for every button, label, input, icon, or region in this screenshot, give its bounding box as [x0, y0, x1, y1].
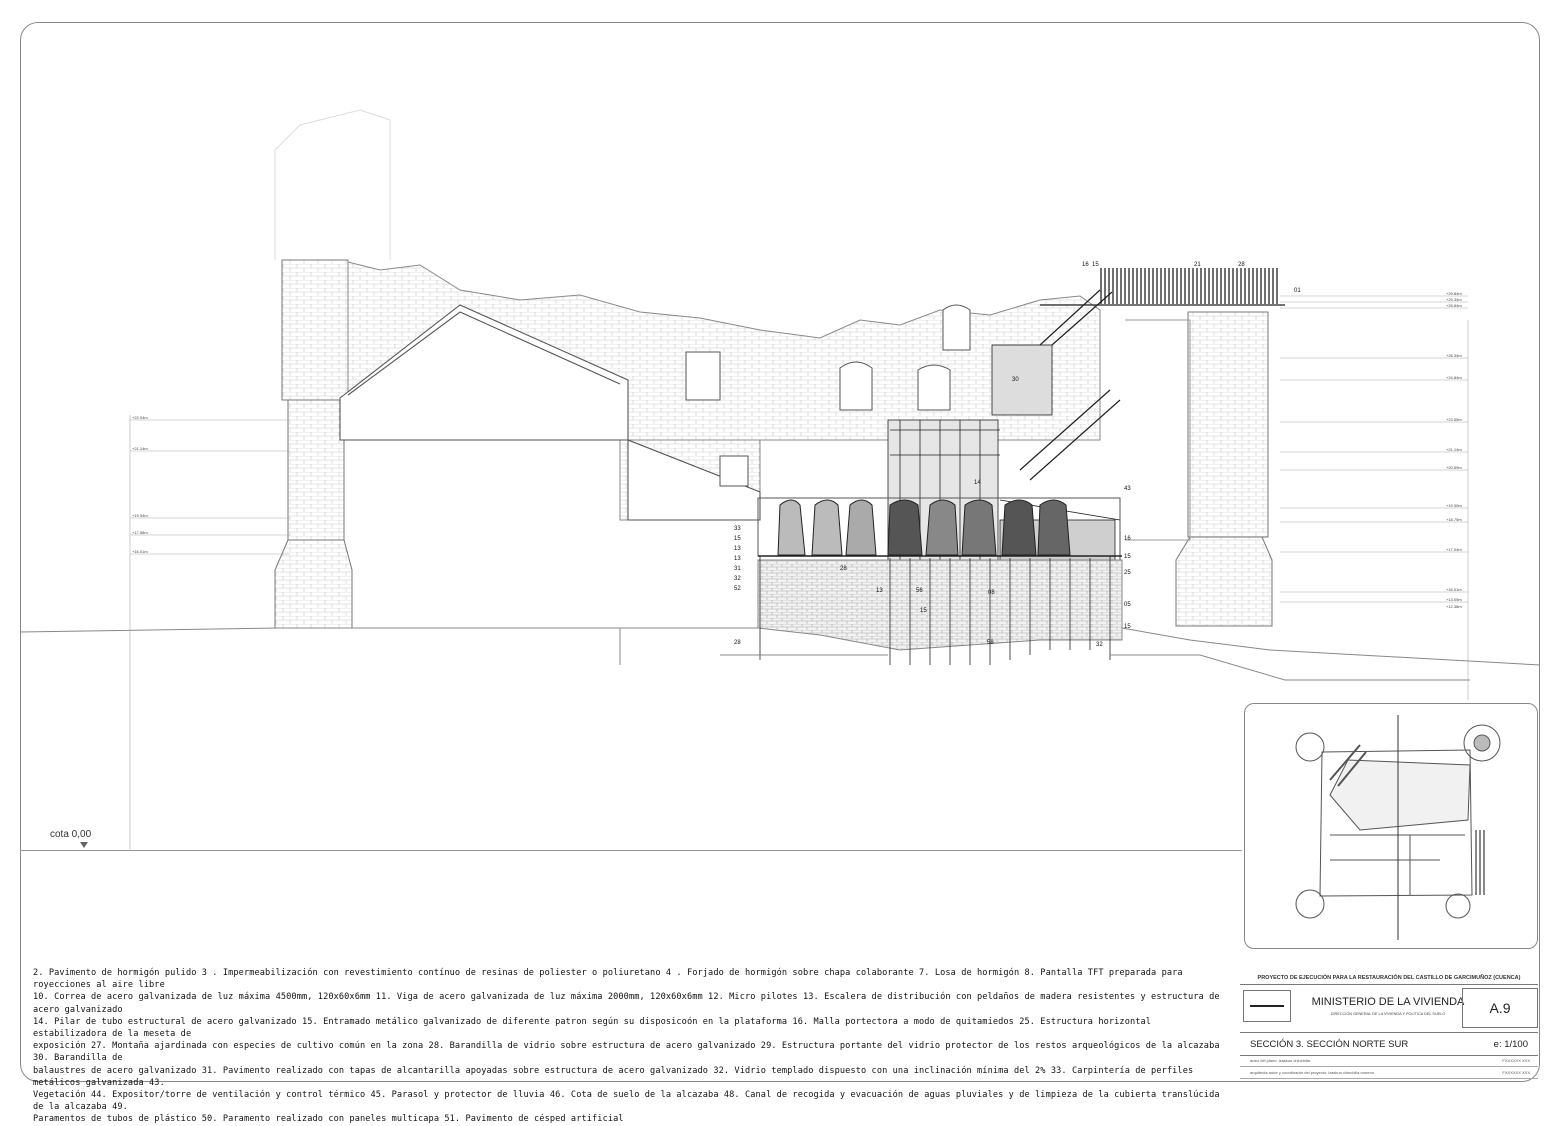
callout-label: 15	[920, 608, 927, 614]
level-mark-left: +19.34m	[132, 513, 148, 518]
callout-label: 32	[734, 576, 741, 582]
callout-label: 43	[1124, 486, 1131, 492]
callout-label: 28	[840, 566, 847, 572]
coordinator-label: arquitecta autor y coordinador del proye…	[1250, 1070, 1375, 1075]
drawing-scale: e: 1/100	[1493, 1039, 1528, 1050]
callout-label: 15	[1124, 554, 1131, 560]
callout-label: 13	[734, 546, 741, 552]
legend-divider	[20, 850, 1242, 851]
sheet-number: A.9	[1462, 988, 1538, 1028]
callout-label: 16	[1124, 536, 1131, 542]
callout-label: 28	[734, 640, 741, 646]
title-block: PROYECTO DE EJECUCIÓN PARA LA RESTAURACI…	[1240, 972, 1538, 1080]
level-mark-right: +28.84m	[1446, 303, 1462, 308]
level-mark-right: +20.59m	[1446, 465, 1462, 470]
legend-line: Paramentos de tubos de plástico 50. Para…	[33, 1114, 624, 1125]
legend-text: 2. Pavimento de hormigón pulido 3 . Impe…	[33, 967, 1228, 1126]
level-mark-right: +29.34m	[1446, 297, 1462, 302]
author-code: FXXXXXX XXX	[1502, 1058, 1530, 1063]
level-mark-left: +22.04m	[132, 415, 148, 420]
callout-label: 56	[916, 588, 923, 594]
platform	[757, 497, 1123, 665]
rooftop-reeds	[1040, 268, 1285, 306]
directorate-name: DIRECCIÓN GENERAL DE LA VIVIENDA Y POLÍT…	[1330, 1012, 1446, 1016]
level-mark-right: +28.34m	[1446, 353, 1462, 358]
callout-label: 13	[876, 588, 883, 594]
callout-label: 15	[734, 536, 741, 542]
keyplan-frame	[1244, 703, 1538, 949]
level-mark-right: +17.04m	[1446, 547, 1462, 552]
coordinator-row: arquitecta autor y coordinador del proye…	[1240, 1068, 1538, 1079]
level-leaders-right	[1280, 295, 1469, 700]
callout-label: 52	[734, 586, 741, 592]
callout-label: 01	[1294, 288, 1301, 294]
callout-label: 28	[1238, 262, 1245, 268]
callout-label: 32	[1096, 642, 1103, 648]
callout-label: 08	[988, 590, 995, 596]
callout-label: 58	[987, 640, 994, 646]
callout-label: 15	[1124, 624, 1131, 630]
legend-line: 10. Correa de acero galvanizada de luz m…	[33, 992, 1220, 1015]
drawing-title-row: SECCIÓN 3. SECCIÓN NORTE SUR e: 1/100	[1240, 1032, 1538, 1056]
legend-line: exposición 27. Montaña ajardinada con es…	[33, 1041, 1220, 1064]
level-leaders-left	[129, 415, 290, 850]
author-row: autor del plano: izaskun chinchilla FXXX…	[1240, 1056, 1538, 1067]
callout-label: 33	[734, 526, 741, 532]
legend-line: Vegetación 44. Expositor/torre de ventil…	[33, 1090, 1220, 1113]
level-mark-right: +19.30m	[1446, 503, 1462, 508]
level-mark-right: +21.14m	[1446, 447, 1462, 452]
ground-line	[19, 627, 1541, 681]
legend-line: 2. Pavimento de hormigón pulido 3 . Impe…	[33, 968, 1183, 991]
ministry-logo-icon	[1243, 990, 1291, 1022]
callout-label: 13	[734, 556, 741, 562]
callout-label: 21	[1194, 262, 1201, 268]
left-tower	[274, 259, 353, 629]
legend-line: balaustres de acero galvanizado 31. Pavi…	[33, 1065, 1194, 1088]
level-mark-right: +18.75m	[1446, 517, 1462, 522]
level-mark-left: +16.01m	[132, 549, 148, 554]
callout-label: 31	[734, 566, 741, 572]
gable-roof	[339, 304, 761, 521]
callout-label: 14	[974, 480, 981, 486]
callout-label: 30	[1012, 377, 1019, 383]
ministry-name: MINISTERIO DE LA VIVIENDA	[1311, 996, 1465, 1008]
wall-windows	[685, 304, 971, 487]
callout-label: 16	[1082, 262, 1089, 268]
level-mark-right: +16.01m	[1446, 587, 1462, 592]
coordinator-code: FXXXXXX XXX	[1502, 1070, 1530, 1075]
sheet-border	[20, 22, 1540, 1082]
arches	[777, 499, 1071, 556]
callout-label: 15	[1092, 262, 1099, 268]
drawing-title: SECCIÓN 3. SECCIÓN NORTE SUR	[1250, 1039, 1409, 1050]
level-mark-right: +24.84m	[1446, 375, 1462, 380]
callout-label: 05	[1124, 602, 1131, 608]
level-mark-left: +21.14m	[132, 446, 148, 451]
level-mark-right: +12.38m	[1446, 604, 1462, 609]
datum-triangle-icon	[80, 842, 88, 848]
author-label: autor del plano: izaskun chinchilla	[1250, 1058, 1310, 1063]
callout-label: 25	[1124, 570, 1131, 576]
level-mark-right: +23.55m	[1446, 417, 1462, 422]
ghost-tower	[274, 109, 391, 260]
project-title: PROYECTO DE EJECUCIÓN PARA LA RESTAURACI…	[1240, 972, 1538, 985]
datum-label: cota 0,00	[50, 829, 92, 840]
level-mark-left: +17.58m	[132, 530, 148, 535]
right-tower	[1125, 311, 1273, 627]
legend-line: 14. Pilar de tubo estructural de acero g…	[33, 1016, 1152, 1040]
level-mark-right: +29.84m	[1446, 291, 1462, 296]
keyplan-plan	[1295, 715, 1501, 940]
level-mark-right: +13.09m	[1446, 597, 1462, 602]
